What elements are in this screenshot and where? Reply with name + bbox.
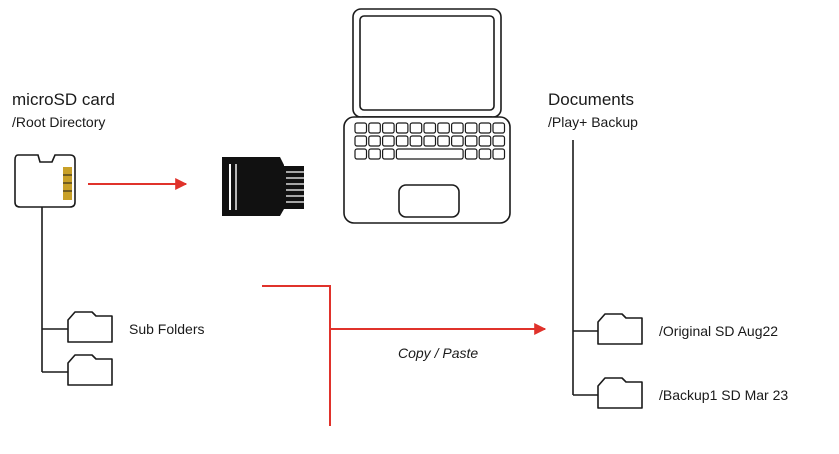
keyboard-key [464,148,478,160]
keyboard-key [354,135,368,147]
destination-folder-label: /Backup1 SD Mar 23 [659,387,789,403]
keyboard-key [368,135,381,147]
folder-icon [67,354,113,386]
keyboard-key [478,148,492,160]
keyboard-key [423,122,437,134]
keyboard-key [368,148,381,160]
keyboard-key [382,148,395,160]
folder-icon [67,311,113,343]
keyboard-key [492,135,506,147]
folder-icon [597,377,643,409]
keyboard-key [437,135,450,147]
source-title: microSD card [12,90,115,109]
keyboard-key [395,135,409,147]
source-tree-lines [41,207,68,373]
destination-subtitle: /Play+ Backup [548,114,638,130]
destination-folder-label: /Original SD Aug22 [659,323,779,339]
keyboard-key [395,122,409,134]
keyboard-key [464,122,478,134]
copy-paste-label: Copy / Paste [398,345,479,361]
keyboard-key [423,135,437,147]
keyboard-key [382,122,395,134]
source-subtitle: /Root Directory [12,114,106,130]
keyboard-key [478,135,492,147]
keyboard-key [409,122,423,134]
laptop-icon [343,8,511,224]
keyboard-key [395,148,464,160]
source-folder-label: Sub Folders [129,321,205,337]
keyboard-key [382,135,395,147]
card-reader-icon [222,157,304,216]
keyboard-key [464,135,478,147]
keyboard-key [409,135,423,147]
keyboard-key [492,122,506,134]
keyboard-key [354,122,368,134]
keyboard [354,122,506,160]
microsd-card-icon [14,154,76,208]
keyboard-key [354,148,368,160]
keyboard-key [368,122,381,134]
keyboard-key [451,135,464,147]
destination-title: Documents [548,90,634,109]
destination-tree-lines [572,140,598,396]
folder-icon [597,313,643,345]
copy-paste-arrow [262,285,547,426]
keyboard-key [492,148,506,160]
keyboard-key [451,122,464,134]
keyboard-key [478,122,492,134]
trackpad [398,184,460,218]
keyboard-key [437,122,450,134]
